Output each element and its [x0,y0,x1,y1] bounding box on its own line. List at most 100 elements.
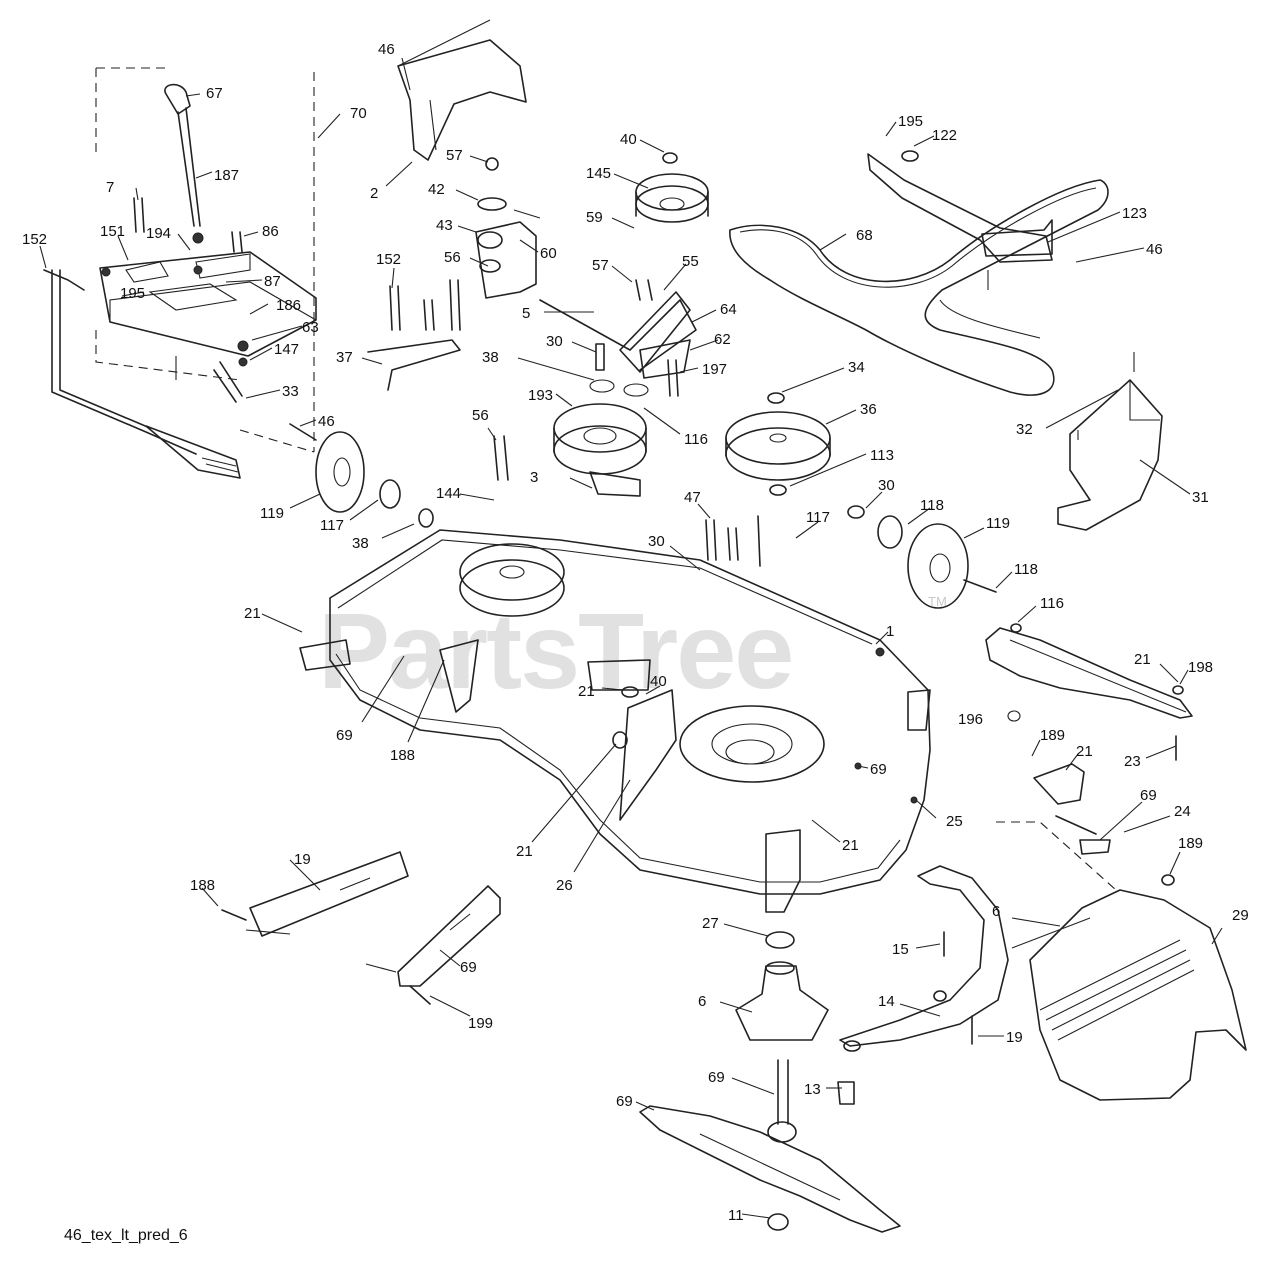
spindle-assembly [735,931,855,1143]
callout: 116 [684,431,708,448]
callout: 33 [282,383,299,400]
callout: 3 [530,469,538,486]
idler-arm-assembly [475,157,697,379]
callout: 30 [546,333,563,350]
callout: 199 [468,1015,493,1032]
callout: 19 [1006,1029,1023,1046]
callout: 195 [898,113,923,130]
callout: 11 [728,1207,744,1224]
baffle-199 [839,865,1009,1052]
callout: 6 [992,903,1000,920]
callout: 119 [260,505,284,522]
callout: 21 [1076,743,1093,760]
callout: 2 [370,185,378,202]
callout: 5 [522,305,530,322]
pulley-145 [635,152,709,223]
callout: 144 [436,485,461,502]
callout: 69 [336,727,353,744]
callout: 47 [684,489,701,506]
callout: 27 [702,915,719,932]
callout: 86 [262,223,279,240]
callout: 31 [1192,489,1209,506]
callout: 119 [986,515,1010,532]
callout: 26 [556,877,573,894]
right-gauge-wheel [847,505,997,609]
callout: 38 [352,535,369,552]
discharge-chute [1011,874,1247,1101]
callout: 46 [378,41,395,58]
callout: 63 [302,319,319,336]
mower-deck [299,529,931,913]
front-brackets [221,851,501,1005]
callout: 32 [1016,421,1033,438]
drive-belt [729,179,1109,396]
callout: 15 [892,941,909,958]
callout: 113 [870,447,894,464]
callout: 69 [460,959,477,976]
callout: 57 [446,147,463,164]
callout: 38 [482,349,499,366]
callout: 147 [274,341,299,358]
callout: 24 [1174,803,1191,820]
callout: 23 [1124,753,1141,770]
mower-blade [639,1105,901,1233]
callout: 37 [336,349,353,366]
callout: 30 [648,533,665,550]
callout: 40 [650,673,667,690]
callout: 56 [444,249,461,266]
callout: 69 [870,761,887,778]
callout: 60 [540,245,557,262]
callout: 193 [528,387,553,404]
leader-lines [39,57,1223,1219]
callout: 145 [586,165,611,182]
callout: 186 [276,297,301,314]
callout: 69 [616,1093,633,1110]
callout: 189 [1040,727,1065,744]
callout: 46 [318,413,335,430]
callout: 118 [1014,561,1038,578]
callout: 117 [806,509,830,526]
callout: 189 [1178,835,1203,852]
lift-assembly-box [95,67,317,453]
callout: 34 [848,359,865,376]
callout: 14 [878,993,895,1010]
watermark-trademark: TM [928,594,947,609]
watermark: PartsTree [318,590,792,711]
diagram-caption: 46_tex_lt_pred_6 [64,1227,188,1244]
belt-cover-right [1057,352,1163,531]
left-gauge-wheel [289,423,434,528]
callout: 46 [1146,241,1163,258]
callout: 69 [708,1069,725,1086]
callout: 43 [436,217,453,234]
callout: 118 [920,497,944,514]
pulley-32 [725,392,831,496]
callout: 152 [376,251,401,268]
callout: 69 [1140,787,1157,804]
callout: 19 [294,851,311,868]
lift-handle [133,83,243,403]
deflector-198 [985,623,1193,761]
callout: 67 [206,85,223,102]
callout: 59 [586,209,603,226]
callout: 195 [120,285,145,302]
bolts-upper [367,279,761,567]
callout: 194 [146,225,171,242]
pulley-36 [553,379,649,497]
callout: 116 [1040,595,1064,612]
callout: 42 [428,181,445,198]
callout: 187 [214,167,239,184]
callout-labels: 46 67 70 57 40 145 195 122 187 7 86 2 42… [22,41,1249,1224]
callout: 21 [244,605,261,622]
callout: 87 [264,273,281,290]
callout: 198 [1188,659,1213,676]
belt-cover-left [397,19,527,161]
idler-bracket-right [867,150,1053,290]
callout: 197 [702,361,727,378]
callout: 21 [1134,651,1151,668]
callout: 40 [620,131,637,148]
callout: 21 [516,843,533,860]
callout: 152 [22,231,47,248]
callout: 6 [698,993,706,1010]
callout: 29 [1232,907,1249,924]
